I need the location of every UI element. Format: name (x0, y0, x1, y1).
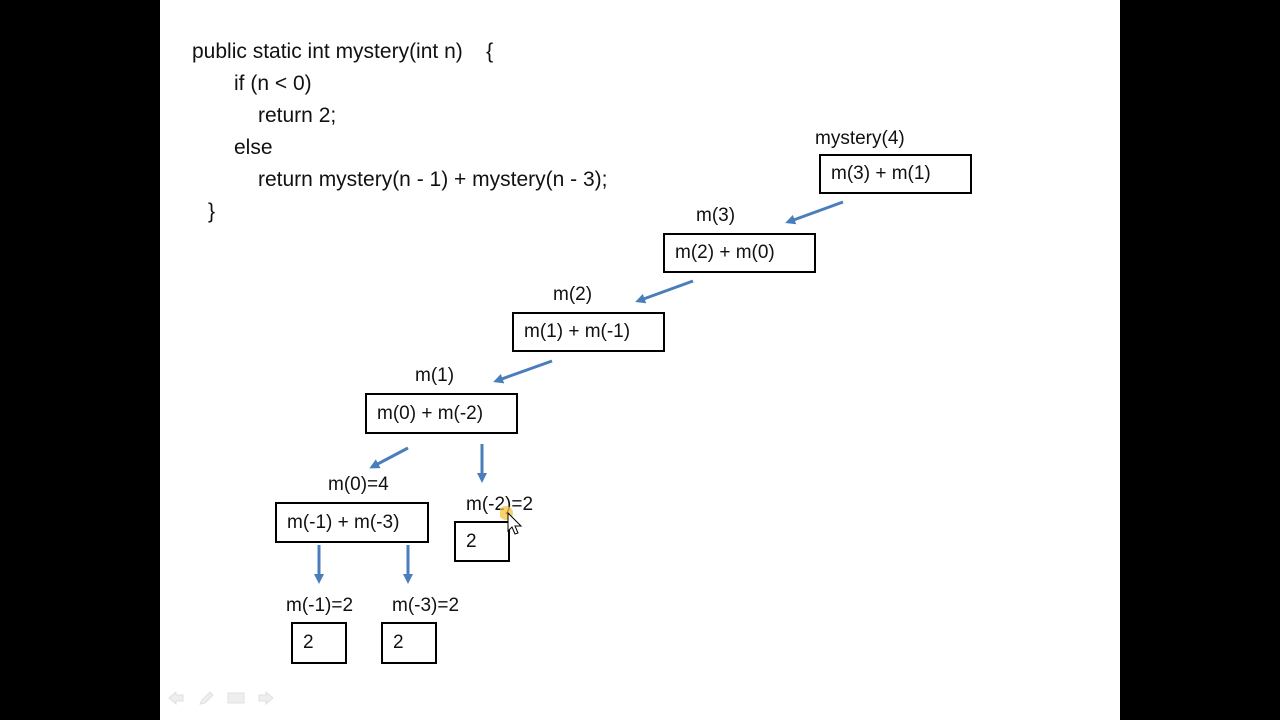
node-box-m0: m(-1) + m(-3) (275, 502, 429, 543)
pen-icon[interactable] (196, 690, 216, 706)
menu-icon[interactable] (226, 690, 246, 706)
node-label-m2: m(2) (553, 284, 593, 305)
slide: public static int mystery(int n) { if (n… (160, 0, 1120, 720)
mouse-pointer-icon (500, 506, 523, 535)
node-box-m4: m(3) + m(1) (819, 154, 972, 194)
code-line-4: else (234, 136, 273, 159)
arrow-m2-to-m1 (493, 359, 553, 384)
node-box-mminus2: 2 (454, 521, 510, 562)
node-label-mminus3: m(-3)=2 (392, 595, 460, 616)
code-line-3: return 2; (258, 104, 337, 127)
node-label-m0: m(0)=4 (328, 474, 389, 495)
node-box-m1: m(0) + m(-2) (365, 393, 518, 434)
node-label-m3: m(3) (696, 205, 736, 226)
code-line-2: if (n < 0) (234, 72, 312, 95)
arrow-m1-to-m0 (369, 446, 409, 469)
node-box-m2: m(1) + m(-1) (512, 312, 665, 352)
node-label-m4: mystery(4) (815, 128, 905, 149)
code-line-6: } (208, 200, 216, 223)
slideshow-nav (166, 690, 276, 706)
node-box-mminus3: 2 (381, 622, 437, 664)
arrow-right-icon[interactable] (256, 690, 276, 706)
code-line-1: public static int mystery(int n) { (192, 40, 494, 63)
code-line-5: return mystery(n - 1) + mystery(n - 3); (258, 168, 608, 191)
arrow-left-icon[interactable] (166, 690, 186, 706)
node-box-mminus1: 2 (291, 622, 347, 664)
arrow-m3-to-m2 (635, 279, 694, 304)
node-label-mminus2: m(-2)=2 (466, 494, 534, 515)
arrow-m4-to-m3 (785, 200, 844, 225)
node-label-mminus1: m(-1)=2 (286, 595, 354, 616)
node-box-m3: m(2) + m(0) (663, 233, 816, 273)
arrows-layer (314, 200, 844, 584)
node-label-m1: m(1) (415, 365, 455, 386)
